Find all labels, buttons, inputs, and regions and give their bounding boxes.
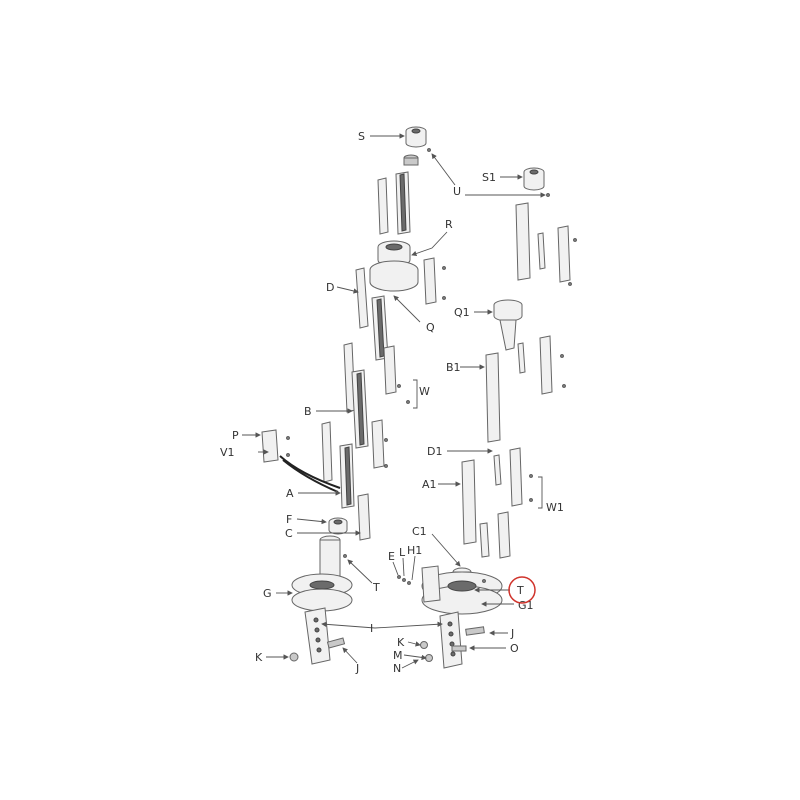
- small-screws: [286, 148, 577, 585]
- part-s1-cap: [523, 167, 545, 191]
- part-top-rails: [377, 171, 411, 235]
- part-g1-base: [421, 565, 503, 615]
- part-s-insert: [403, 154, 419, 166]
- part-i-tube-right: [439, 611, 463, 669]
- part-r-housing: [369, 240, 419, 292]
- part-q1-bracket: [493, 299, 523, 351]
- label-b: B: [304, 405, 312, 418]
- part-g-base: [291, 535, 353, 612]
- label-s: S: [358, 130, 365, 143]
- label-v1: V1: [220, 446, 235, 459]
- part-b1-rails: [485, 335, 553, 443]
- label-w: W: [419, 385, 430, 398]
- label-j-left: J: [355, 662, 359, 675]
- leader-lines: [242, 133, 546, 669]
- label-p: P: [232, 429, 239, 442]
- part-k-washer-right: [420, 641, 433, 662]
- label-k-right: K: [397, 636, 405, 649]
- part-top-right-rails: [515, 202, 571, 283]
- label-m: M: [393, 649, 403, 662]
- label-j-right: J: [510, 627, 514, 640]
- label-t-left: T: [372, 581, 380, 594]
- part-a1-rails: [461, 447, 523, 559]
- label-t-highlighted: T: [516, 584, 524, 597]
- part-labels: S S1 U R D Q Q1 B1 W B P V1 D1 A1 A W1 F…: [220, 130, 564, 675]
- part-s-cap: [405, 126, 427, 148]
- right-assembly: [286, 148, 577, 669]
- label-d1: D1: [427, 445, 442, 458]
- label-a1: A1: [422, 478, 437, 491]
- label-f: F: [286, 513, 292, 526]
- part-d-rails: [355, 257, 437, 361]
- part-o-pin: [451, 645, 467, 652]
- label-r: R: [445, 218, 453, 231]
- label-g1: G1: [518, 599, 534, 612]
- label-w1: W1: [546, 501, 564, 514]
- label-q: Q: [426, 321, 435, 334]
- part-a-rails: [321, 419, 385, 541]
- label-u: U: [453, 185, 461, 198]
- label-s1: S1: [482, 171, 496, 184]
- part-j-bolt: [326, 637, 346, 649]
- label-a: A: [286, 487, 294, 500]
- part-f-collar: [328, 517, 348, 535]
- part-k-washer: [289, 652, 299, 662]
- part-i-tube: [304, 607, 331, 665]
- label-k-left: K: [255, 651, 263, 664]
- label-i: I: [370, 622, 373, 635]
- label-d: D: [326, 281, 334, 294]
- label-c: C: [285, 527, 293, 540]
- label-l: L: [399, 546, 406, 559]
- part-b-rails: [343, 342, 397, 449]
- label-h1: H1: [407, 544, 422, 557]
- label-q1: Q1: [454, 306, 470, 319]
- label-c1: C1: [412, 525, 427, 538]
- label-b1: B1: [446, 361, 461, 374]
- left-assembly: [261, 126, 437, 665]
- part-j-bolt-right: [465, 626, 485, 636]
- label-e: E: [388, 550, 395, 563]
- label-g: G: [263, 587, 272, 600]
- label-o: O: [510, 642, 519, 655]
- highlight-circle: [508, 576, 536, 604]
- label-n: N: [393, 662, 401, 675]
